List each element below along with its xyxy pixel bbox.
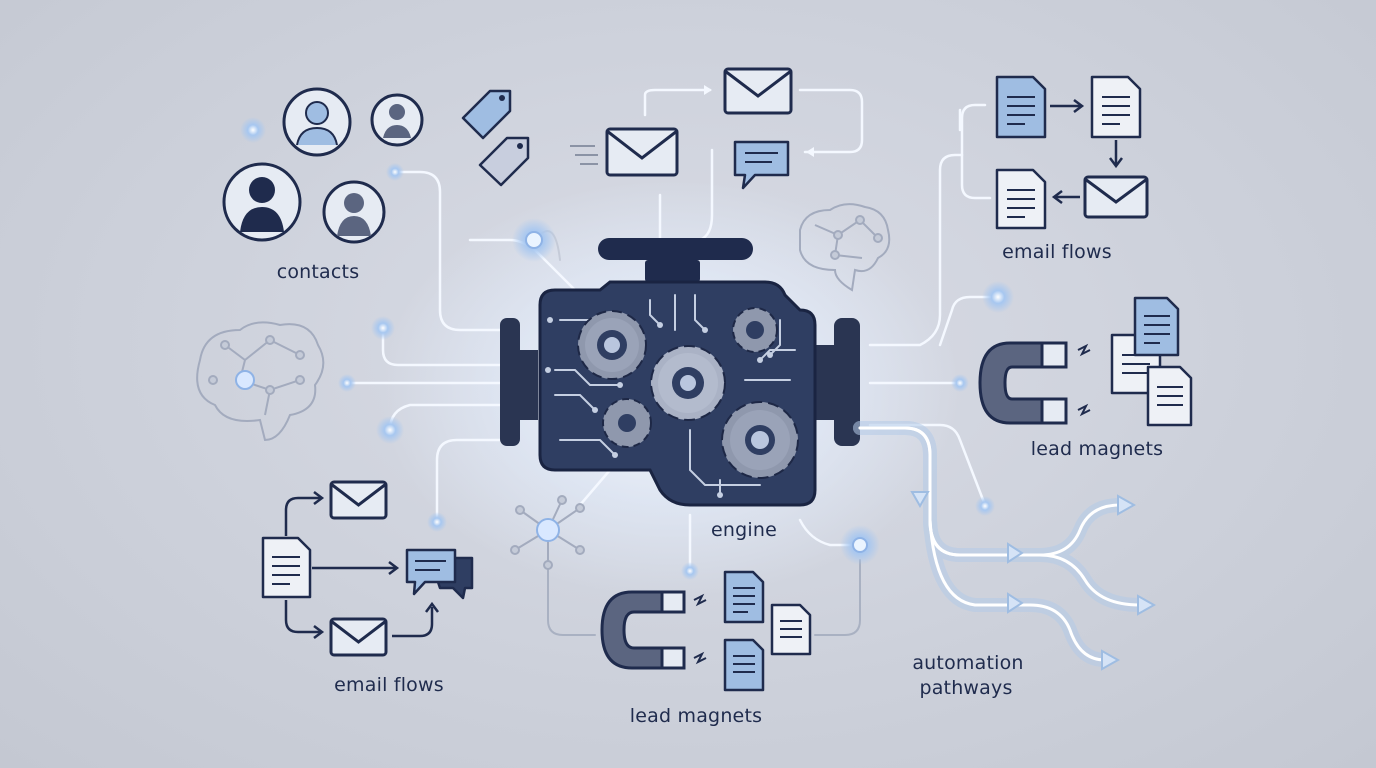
chat-bubble-icon: [733, 140, 790, 190]
label-automation-line1: automation: [912, 652, 1024, 674]
document-icon: [770, 603, 812, 656]
document-icon: [1146, 365, 1193, 427]
envelope-icon: [329, 480, 388, 520]
document-icon: [995, 168, 1047, 230]
gear-icon: [732, 307, 778, 353]
label-email-flows-left: email flows: [334, 674, 444, 696]
document-icon: [1133, 296, 1180, 357]
label-automation-line2: pathways: [919, 677, 1013, 699]
magnet-icon: [978, 341, 1091, 425]
avatar-icon: [370, 93, 424, 147]
envelope-icon: [329, 617, 388, 657]
brain-icon: [799, 203, 891, 292]
pathway-arrow-icon: [910, 491, 1157, 671]
tag-icon: [478, 136, 530, 187]
glow-dots: [240, 117, 1014, 580]
brain-icon: [196, 321, 325, 442]
document-icon: [723, 638, 765, 692]
label-email-flows-right: email flows: [1002, 241, 1112, 263]
flow-arrows: [1050, 99, 1123, 204]
envelope-icon: [723, 67, 793, 115]
connector-lines: [345, 88, 999, 572]
network-icon: [510, 495, 585, 570]
document-icon: [261, 536, 312, 599]
automation-pathways: [853, 421, 1147, 667]
flow-arrows: [284, 491, 439, 639]
avatar-icon: [282, 87, 352, 157]
gear-icon: [650, 345, 726, 421]
envelope-icon: [570, 127, 679, 177]
document-icon: [723, 570, 765, 624]
gear-icon: [602, 398, 652, 448]
avatar-icon: [222, 162, 302, 242]
label-lead-magnets-right: lead magnets: [1030, 438, 1164, 460]
document-icon: [1090, 75, 1142, 139]
gear-icon: [577, 310, 647, 380]
envelope-icon: [1083, 175, 1149, 219]
label-lead-magnets-bottom: lead magnets: [629, 705, 763, 727]
engine-block: [500, 238, 860, 507]
gear-icon: [721, 401, 799, 479]
tag-icon: [461, 89, 512, 140]
document-icon: [995, 75, 1047, 139]
chat-bubble-icon: [405, 548, 474, 600]
magnet-icon: [600, 590, 707, 670]
label-engine: engine: [710, 519, 778, 541]
avatar-icon: [322, 180, 386, 244]
label-contacts: contacts: [276, 261, 360, 283]
